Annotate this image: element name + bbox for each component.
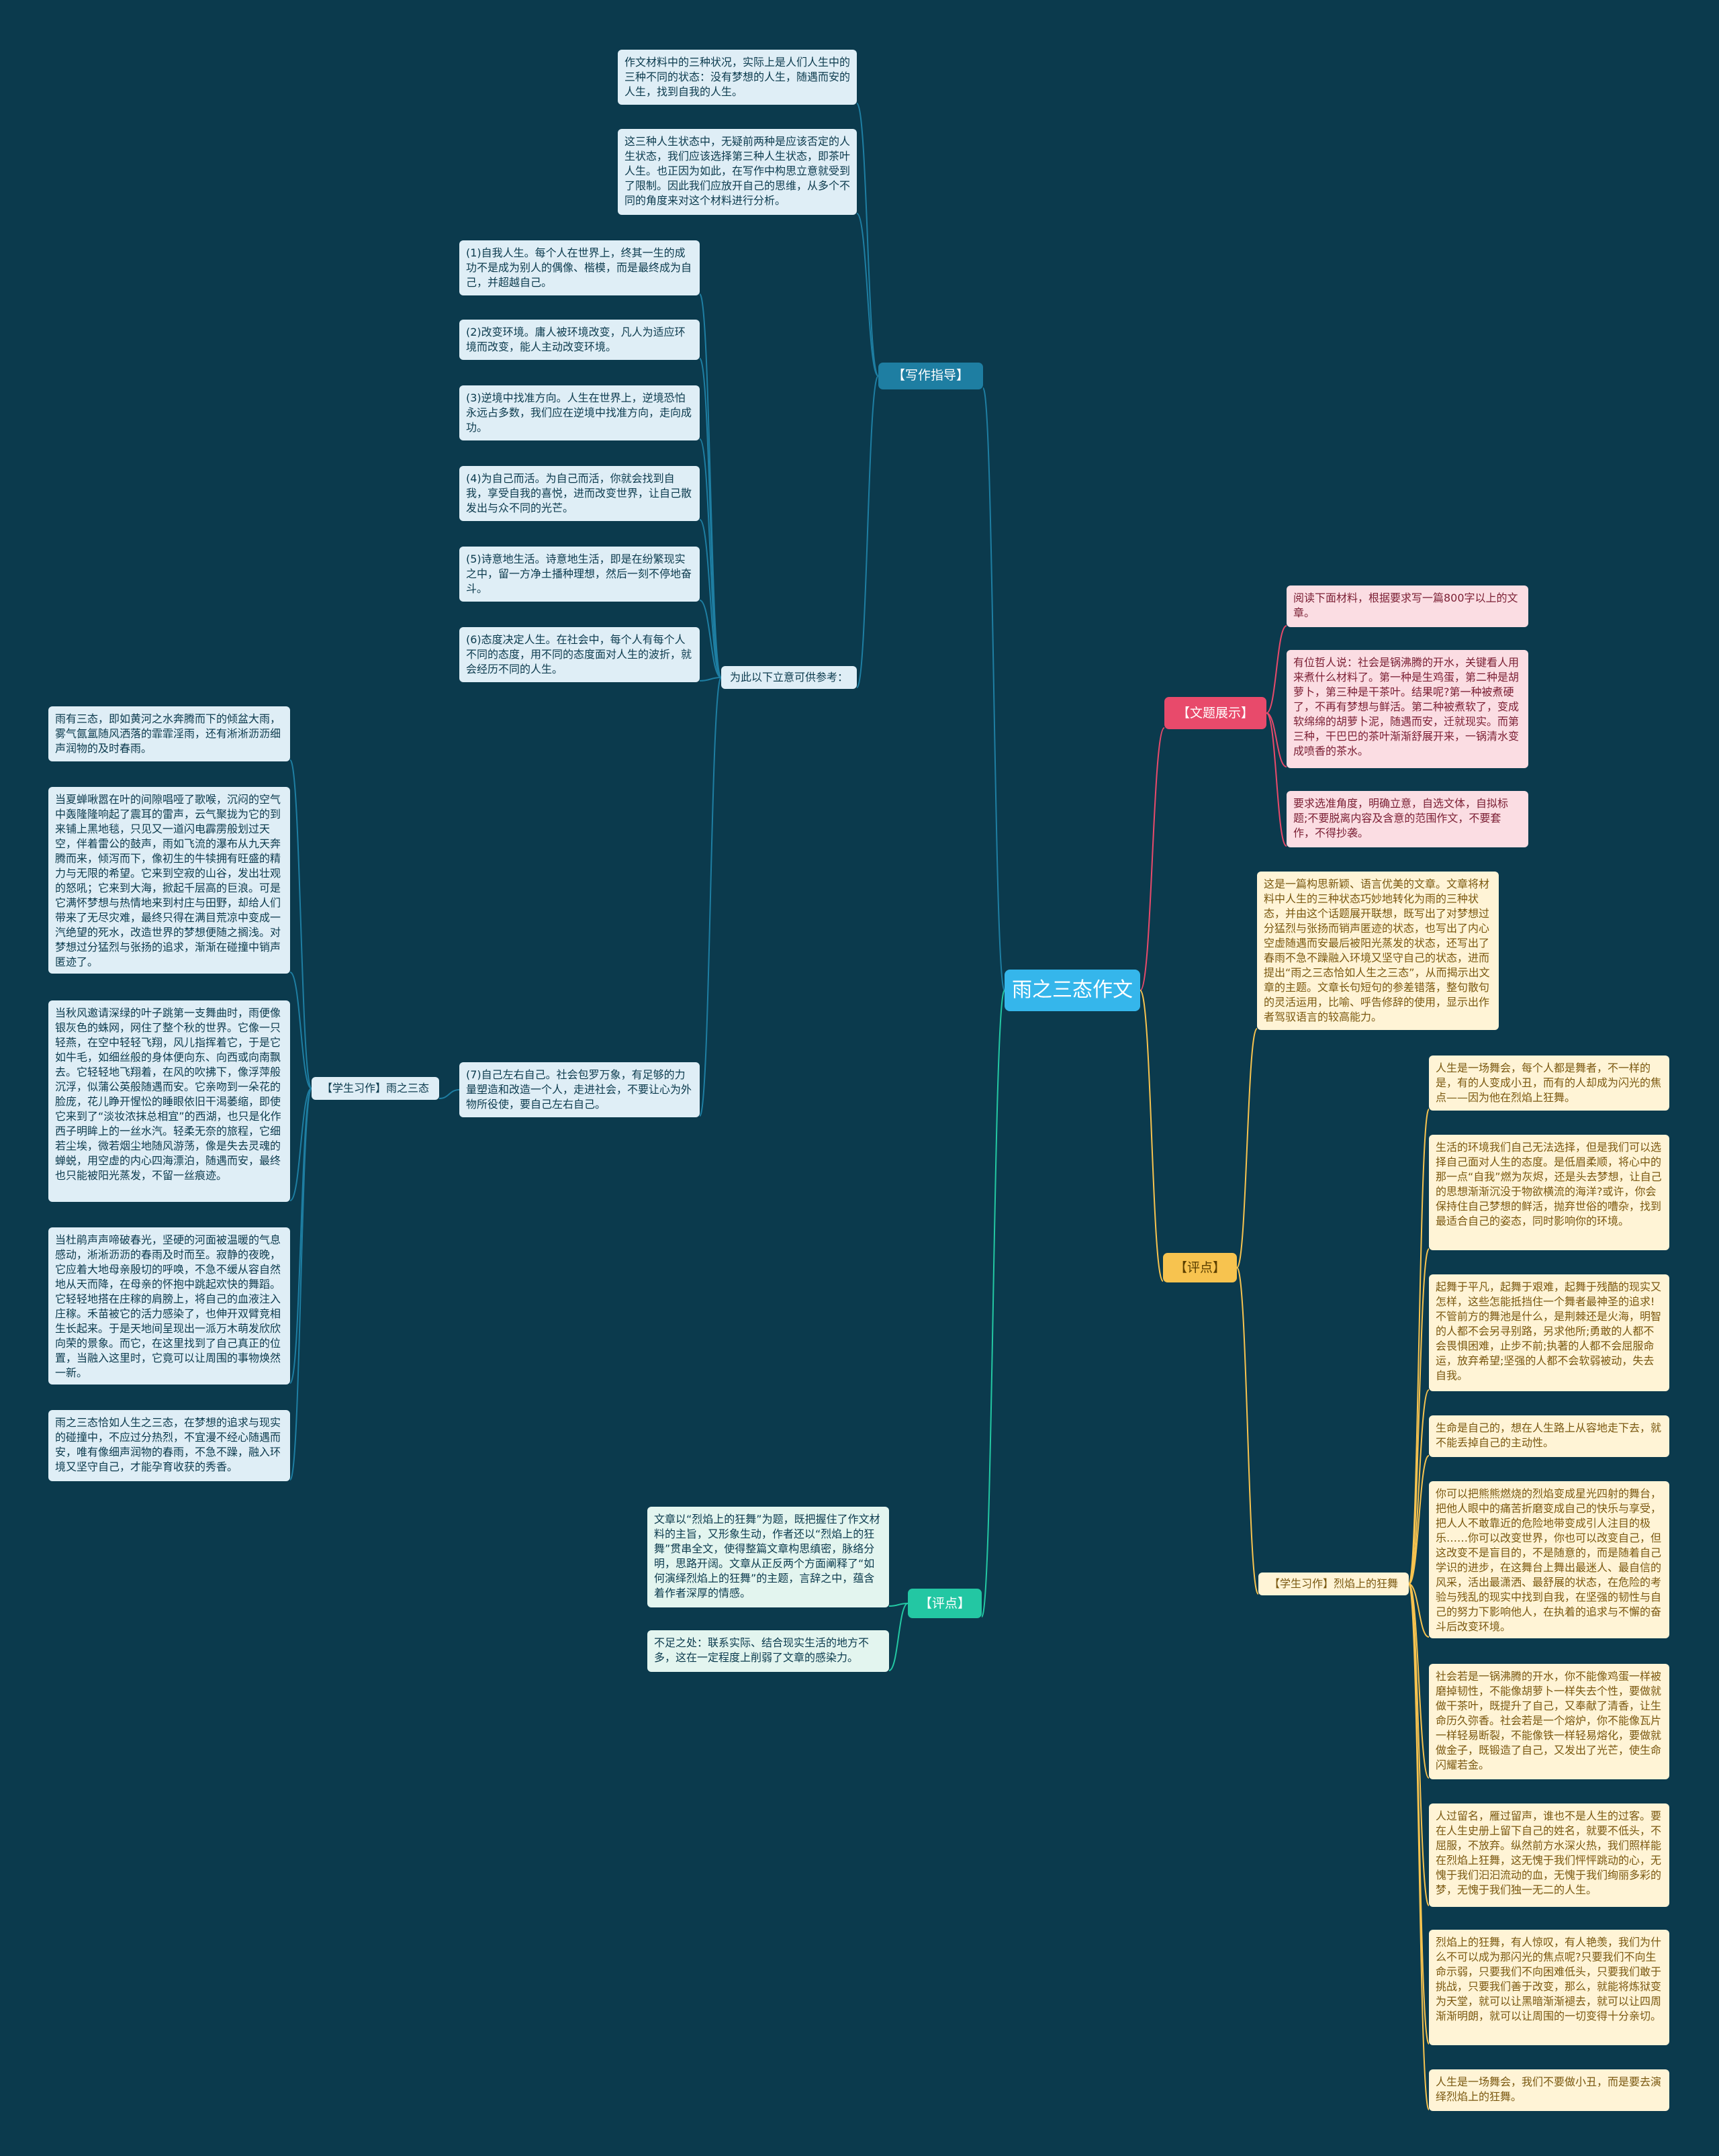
connector-student-essay-2-label xyxy=(1236,1267,1259,1595)
connector-branch-topic-display xyxy=(1140,727,1165,991)
comment-essay-2-weakness[interactable]: 不足之处：联系实际、结合现实生活的地方不多，这在一定程度上削弱了文章的感染力。 xyxy=(647,1630,889,1672)
connector-essay1-paragraph-1 xyxy=(289,759,312,1089)
connector-idea-item-3 xyxy=(699,438,722,678)
root-node[interactable]: 雨之三态作文 xyxy=(1005,970,1140,1011)
connector-essay2-paragraph-5 xyxy=(1408,1583,1430,1638)
idea-item-2[interactable]: (2)改变环境。庸人被环境改变，凡人为适应环境而改变，能人主动改变环境。 xyxy=(459,320,700,360)
essay2-paragraph-6[interactable]: 社会若是一锅沸腾的开水，你不能像鸡蛋一样被磨掉韧性，不能像胡萝卜一样失去个性，要… xyxy=(1429,1664,1669,1779)
idea-item-4[interactable]: (4)为自己而活。为自己而活，你就会找到自我，享受自我的喜悦，进而改变世界，让自… xyxy=(459,466,700,521)
topic-item-3[interactable]: 要求选准角度，明确立意，自选文体，自拟标题;不要脱离内容及含意的范围作文，不要套… xyxy=(1287,791,1528,847)
essay2-paragraph-4[interactable]: 生命是自己的，想在人生路上从容地走下去，就不能丢掉自己的主动性。 xyxy=(1429,1415,1669,1457)
essay1-paragraph-3[interactable]: 当秋风邀请深绿的叶子跳第一支舞曲时，雨便像银灰色的蛛网，网住了整个秋的世界。它像… xyxy=(48,1000,290,1202)
guide-ideas-label[interactable]: 为此以下立意可供参考： xyxy=(721,666,857,689)
essay1-paragraph-2[interactable]: 当夏蝉啾嚣在叶的间隙唱哑了歌喉，沉闷的空气中轰隆隆响起了震耳的雷声，云气聚拢为它… xyxy=(48,787,290,974)
connector-idea-item-5 xyxy=(699,600,722,678)
essay2-paragraph-3[interactable]: 起舞于平凡，起舞于艰难，起舞于残酷的现实又怎样，这些怎能抵挡住一个舞者最神圣的追… xyxy=(1429,1274,1669,1391)
connector-topic-item-3 xyxy=(1266,712,1287,847)
connector-essay2-paragraph-7 xyxy=(1408,1583,1430,1906)
essay2-paragraph-7[interactable]: 人过留名，雁过留声，谁也不是人生的过客。要在人生史册上留下自己的姓名，就要不低头… xyxy=(1429,1803,1669,1907)
connector-comment-essay-2-strengths xyxy=(888,1603,909,1607)
connector-essay2-paragraph-1 xyxy=(1408,1109,1430,1585)
connector-idea-item-4 xyxy=(699,519,722,678)
connector-guide-note-2 xyxy=(856,213,879,377)
essay2-paragraph-2[interactable]: 生活的环境我们自己无法选择，但是我们可以选择自己面对人生的态度。是低眉柔顺，将心… xyxy=(1429,1135,1669,1250)
connector-student-essay-1-label xyxy=(438,1089,460,1099)
connector-essay1-paragraph-5 xyxy=(289,1088,312,1481)
branch-topic-display[interactable]: 【文题展示】 xyxy=(1164,697,1266,729)
review-essay-1[interactable]: 这是一篇构思新颖、语言优美的文章。文章将材料中人生的三种状态巧妙地转化为雨的三种… xyxy=(1257,872,1499,1030)
essay2-paragraph-8[interactable]: 烈焰上的狂舞，有人惊叹，有人艳羡，我们为什么不可以成为那闪光的焦点呢?只要我们不… xyxy=(1429,1930,1669,2045)
connector-essay2-paragraph-4 xyxy=(1408,1455,1430,1585)
essay1-paragraph-4[interactable]: 当杜鹃声声啼破春光，坚硬的河面被温暖的气息感动，淅淅沥沥的春雨及时而至。寂静的夜… xyxy=(48,1227,290,1385)
connector-guide-ideas-label xyxy=(856,375,879,688)
comment-essay-2-strengths[interactable]: 文章以“烈焰上的狂舞”为题，既把握住了作文材料的主旨，又形象生动，作者还以“烈焰… xyxy=(647,1507,889,1607)
connector-essay2-paragraph-2 xyxy=(1408,1248,1430,1585)
connector-topic-item-1 xyxy=(1266,625,1287,714)
connector-essay1-paragraph-4 xyxy=(289,1088,312,1384)
guide-note-1[interactable]: 作文材料中的三种状况，实际上是人们人生中的三种不同的状态：没有梦想的人生，随遇而… xyxy=(618,50,857,105)
branch-comment-essay2[interactable]: 【评点】 xyxy=(908,1589,982,1618)
connector-branch-writing-guide xyxy=(982,387,1005,991)
connector-essay2-paragraph-3 xyxy=(1408,1389,1430,1585)
topic-item-2[interactable]: 有位哲人说：社会是锅沸腾的开水，关键看人用来煮什么材料了。第一种是生鸡蛋，第二种… xyxy=(1287,650,1528,768)
student-essay-2-label[interactable]: 【学生习作】烈焰上的狂舞 xyxy=(1258,1573,1409,1595)
topic-item-1[interactable]: 阅读下面材料，根据要求写一篇800字以上的文章。 xyxy=(1287,585,1528,627)
connector-essay1-paragraph-2 xyxy=(289,972,312,1089)
idea-item-1[interactable]: (1)自我人生。每个人在世界上，终其一生的成功不是成为别人的偶像、楷模，而是最终… xyxy=(459,240,700,295)
essay2-paragraph-9[interactable]: 人生是一场舞会，我们不要做小丑，而是要去演绎烈焰上的狂舞。 xyxy=(1429,2069,1669,2111)
connector-essay1-paragraph-3 xyxy=(289,1088,312,1201)
connector-essay2-paragraph-9 xyxy=(1408,1583,1430,2110)
connector-essay2-paragraph-6 xyxy=(1408,1583,1430,1779)
connector-review-essay-1 xyxy=(1236,1028,1258,1268)
connector-comment-essay-2-weakness xyxy=(888,1603,909,1671)
idea-item-5[interactable]: (5)诗意地生活。诗意地生活，即是在纷繁现实之中，留一方净土播种理想，然后一刻不… xyxy=(459,547,700,602)
guide-note-2[interactable]: 这三种人生状态中，无疑前两种是应该否定的人生状态，我们应该选择第三种人生状态，即… xyxy=(618,129,857,215)
idea-item-6[interactable]: (6)态度决定人生。在社会中，每个人有每个人不同的态度，用不同的态度面对人生的波… xyxy=(459,627,700,682)
connector-guide-note-1 xyxy=(856,103,879,377)
essay1-paragraph-5[interactable]: 雨之三态恰如人生之三态，在梦想的追求与现实的碰撞中，不应过分热烈，不宜漫不经心随… xyxy=(48,1410,290,1481)
essay2-paragraph-5[interactable]: 你可以把熊熊燃烧的烈焰变成星光四射的舞台，把他人眼中的痛苦折磨变成自己的快乐与享… xyxy=(1429,1481,1669,1638)
essay1-paragraph-1[interactable]: 雨有三态，即如黄河之水奔腾而下的倾盆大雨，雾气氤氲随风洒落的霏霏淫雨，还有淅淅沥… xyxy=(48,706,290,761)
idea-item-7[interactable]: (7)自己左右自己。社会包罗万象，有足够的力量塑造和改造一个人，走进社会，不要让… xyxy=(459,1062,700,1117)
connector-idea-item-2 xyxy=(699,358,722,678)
connector-branch-comment-essay2 xyxy=(981,990,1005,1618)
branch-review-essay2[interactable]: 【评点】 xyxy=(1163,1253,1237,1282)
connector-branch-review-essay2 xyxy=(1140,990,1164,1282)
idea-item-3[interactable]: (3)逆境中找准方向。人生在世界上，逆境恐怕永远占多数，我们应在逆境中找准方向，… xyxy=(459,385,700,440)
connector-idea-item-7 xyxy=(699,677,722,1117)
student-essay-1-label[interactable]: 【学生习作】雨之三态 xyxy=(312,1077,439,1100)
branch-writing-guide[interactable]: 【写作指导】 xyxy=(878,363,983,389)
connector-idea-item-6 xyxy=(699,677,722,682)
essay2-paragraph-1[interactable]: 人生是一场舞会，每个人都是舞者，不一样的是，有的人变成小丑，而有的人却成为闪光的… xyxy=(1429,1056,1669,1111)
connector-idea-item-1 xyxy=(699,293,722,678)
connector-topic-item-2 xyxy=(1266,712,1287,767)
